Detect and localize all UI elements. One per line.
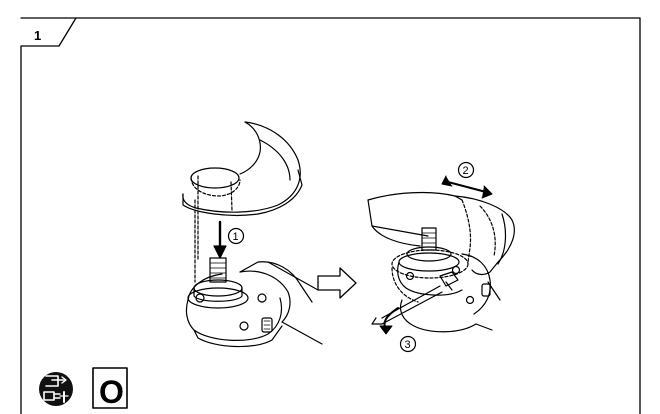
- callout-2: 2: [463, 165, 469, 177]
- arrow-rotate: [441, 175, 493, 199]
- wheel-guard-right: [367, 191, 515, 276]
- grinder-head-left: [185, 257, 323, 348]
- left-illustration: 1: [182, 121, 323, 348]
- callout-2-circle: [457, 161, 475, 179]
- right-illustration: 2: [367, 161, 515, 353]
- step-number: 1: [34, 28, 41, 43]
- screwdriver: [371, 285, 443, 325]
- panel-frame: [20, 17, 641, 414]
- box-letter: O: [99, 374, 124, 410]
- callout-3: 3: [405, 339, 411, 351]
- grinder-head-right: [391, 227, 501, 333]
- letter-o-box-icon: [92, 367, 128, 409]
- unplug-tool-icon: [39, 372, 73, 406]
- callout-1: 1: [233, 231, 239, 243]
- callout-3-circle: [399, 335, 417, 353]
- transition-arrow: [317, 267, 357, 299]
- arrow-down: [213, 220, 227, 259]
- arrow-tighten: [379, 307, 399, 335]
- callout-1-circle: [227, 227, 245, 245]
- wheel-guard-left: [182, 121, 303, 271]
